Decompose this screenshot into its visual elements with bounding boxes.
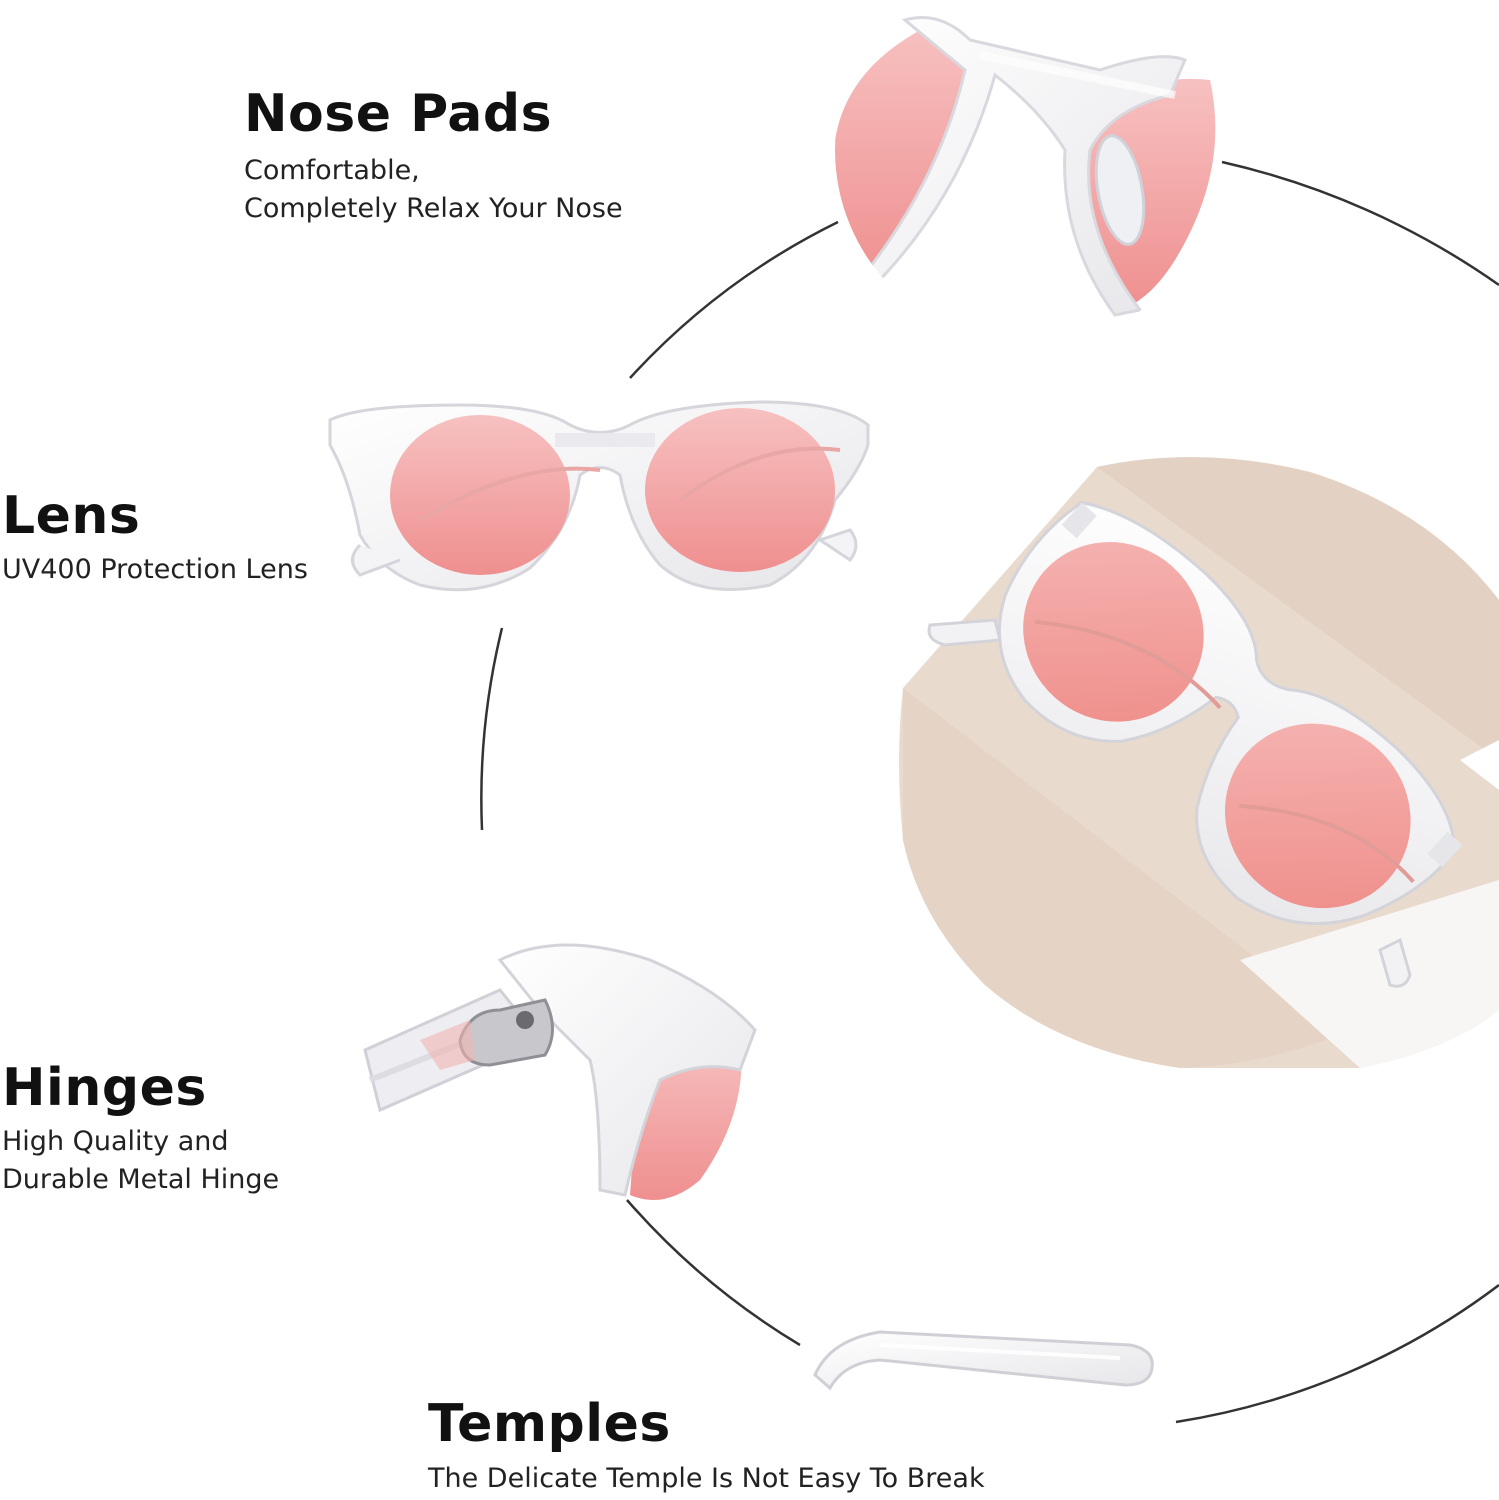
- lens-line-1: UV400 Protection Lens: [2, 554, 308, 585]
- front-glasses: [328, 400, 870, 592]
- lens-title: Lens: [2, 486, 141, 546]
- nose-pads-line-2: Completely Relax Your Nose: [244, 193, 623, 224]
- temples-title: Temples: [428, 1394, 671, 1454]
- lens-description: UV400 Protection Lens: [2, 551, 308, 589]
- hinges-line-1: High Quality and: [2, 1126, 229, 1157]
- guide-arc-lines: [480, 160, 1499, 1424]
- temple-arm: [813, 1330, 1154, 1391]
- temples-description: The Delicate Temple Is Not Easy To Break: [428, 1460, 985, 1498]
- nose-pads-line-1: Comfortable,: [244, 155, 420, 186]
- hinge-closeup: [363, 943, 757, 1200]
- nose-pads-title: Nose Pads: [244, 84, 553, 144]
- temples-line-1: The Delicate Temple Is Not Easy To Break: [428, 1463, 985, 1494]
- nose-pads-description: Comfortable, Completely Relax Your Nose: [244, 152, 623, 228]
- hinges-title: Hinges: [2, 1058, 207, 1118]
- hinges-description: High Quality and Durable Metal Hinge: [2, 1123, 279, 1199]
- hinges-line-2: Durable Metal Hinge: [2, 1164, 280, 1195]
- nose-pads-closeup: [835, 16, 1216, 317]
- angled-glasses: [927, 500, 1463, 988]
